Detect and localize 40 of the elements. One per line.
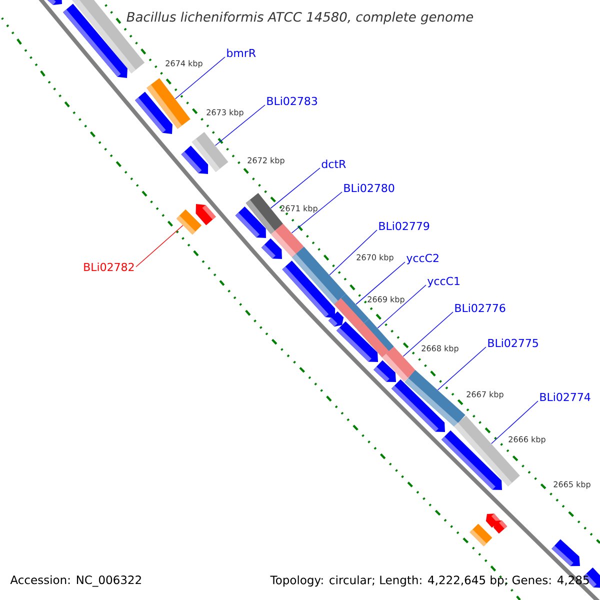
gene-block bbox=[470, 524, 492, 546]
gene-block bbox=[292, 246, 346, 304]
leader-line bbox=[491, 400, 538, 444]
tick-label: 2669 kbp bbox=[368, 296, 404, 304]
leader-line bbox=[270, 168, 320, 209]
gene-label: BLi02779 bbox=[379, 222, 430, 230]
gene-label: BLi02782 bbox=[84, 262, 134, 272]
gene-label: yccC2 bbox=[406, 254, 438, 264]
gene-label: yccC1 bbox=[428, 276, 460, 288]
tick-label: 2672 kbp bbox=[248, 157, 284, 165]
leader-line bbox=[174, 56, 226, 100]
leader-line bbox=[402, 312, 454, 357]
leader-line bbox=[437, 346, 486, 390]
tick-label: 2673 kbp bbox=[206, 109, 244, 117]
tick-label: 2666 kbp bbox=[508, 436, 546, 444]
gene-block bbox=[146, 78, 190, 129]
title: Bacillus licheniformis ATCC 14580, complete genome bbox=[126, 12, 474, 24]
gene-label: dctR bbox=[322, 160, 346, 168]
gene-block bbox=[192, 132, 228, 172]
gene-block bbox=[404, 370, 466, 427]
gene-label: BLi02780 bbox=[344, 184, 394, 192]
leader-line bbox=[291, 192, 342, 234]
gene-label: bmrR bbox=[227, 48, 256, 58]
gene-block bbox=[382, 346, 416, 382]
leader-line bbox=[377, 284, 426, 328]
gene-label: BLi02783 bbox=[267, 96, 318, 106]
tick-label: 2671 kbp bbox=[280, 205, 318, 213]
gene-label: BLi02774 bbox=[540, 392, 590, 402]
tick-label: 2665 kbp bbox=[554, 481, 590, 489]
gene-block bbox=[176, 209, 202, 235]
accession-text: Accession: NC_006322 bbox=[10, 575, 141, 587]
gene-block bbox=[271, 224, 304, 258]
leader-line bbox=[356, 262, 406, 305]
leader-line bbox=[329, 230, 378, 276]
leader-line bbox=[214, 104, 266, 146]
gene-block bbox=[334, 294, 369, 330]
gene-block bbox=[357, 318, 394, 358]
gene-label: BLi02776 bbox=[455, 304, 506, 312]
gene-label: BLi02775 bbox=[488, 338, 538, 348]
leader-line bbox=[136, 225, 184, 268]
